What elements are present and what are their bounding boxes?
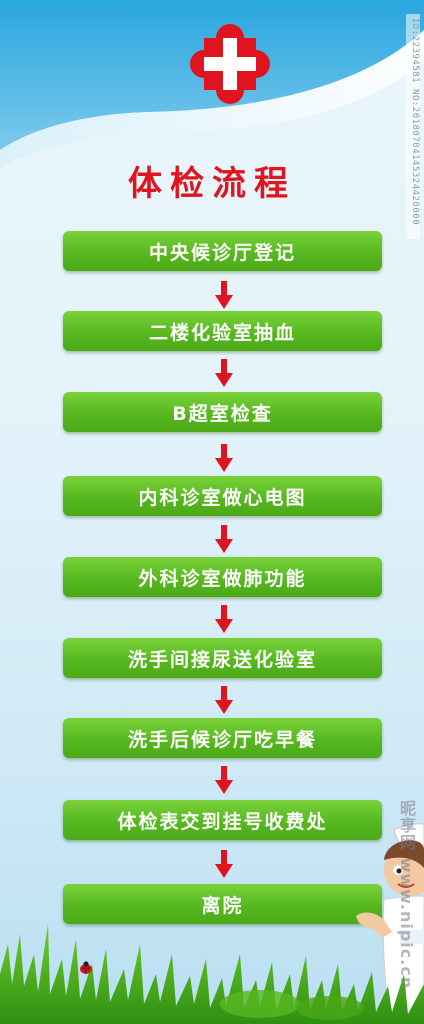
down-arrow-icon — [215, 281, 233, 309]
step-4: 内科诊室做心电图 — [63, 476, 382, 516]
down-arrow-icon — [215, 444, 233, 472]
ladybug-icon — [80, 961, 92, 974]
down-arrow-icon — [215, 850, 233, 878]
step-8: 体检表交到挂号收费处 — [63, 800, 382, 840]
red-cross-icon — [190, 24, 270, 104]
step-5: 外科诊室做肺功能 — [63, 557, 382, 597]
down-arrow-icon — [215, 605, 233, 633]
down-arrow-icon — [215, 686, 233, 714]
nurse-cartoon-icon — [356, 823, 424, 1024]
down-arrow-icon — [215, 359, 233, 387]
step-3: B超室检查 — [63, 392, 382, 432]
image-id-text: ID:22394581 NO:20180704145324420000 — [406, 14, 420, 239]
step-9: 离院 — [63, 884, 382, 924]
page-title: 体检流程 — [128, 164, 296, 204]
down-arrow-icon — [215, 766, 233, 794]
down-arrow-icon — [215, 525, 233, 553]
grass-decoration — [0, 924, 424, 1024]
step-1: 中央候诊厅登记 — [63, 231, 382, 271]
step-7: 洗手后候诊厅吃早餐 — [63, 718, 382, 758]
step-2: 二楼化验室抽血 — [63, 311, 382, 351]
step-6: 洗手间接尿送化验室 — [63, 638, 382, 678]
watermark-text: 昵享网 www.nipic.cn — [397, 800, 416, 990]
